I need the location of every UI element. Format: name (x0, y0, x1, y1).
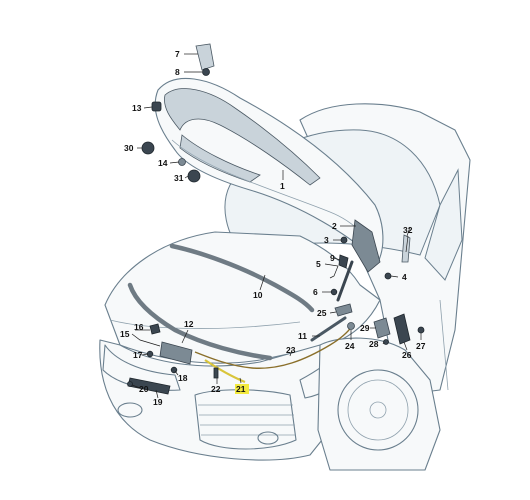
callout-5: 5 (316, 259, 321, 269)
part-17-bolt (146, 350, 154, 358)
callout-11: 11 (298, 331, 307, 341)
hood (154, 77, 384, 263)
callout-30: 30 (124, 143, 134, 153)
callout-21: 21 (236, 384, 246, 394)
callout-22: 22 (211, 384, 221, 394)
wheel-rim (347, 379, 409, 441)
front-bumper (99, 339, 331, 461)
part-28-nut (383, 339, 389, 345)
callout-28: 28 (369, 339, 379, 349)
callout-1: 1 (280, 181, 285, 191)
seal-10 (169, 243, 315, 313)
fog-lamp-left (117, 402, 143, 418)
callout-29: 29 (360, 323, 370, 333)
part-7-bracket (195, 43, 215, 71)
callout-24: 24 (345, 341, 355, 351)
part-4-bolt (384, 272, 392, 280)
callout-21-highlight (235, 384, 249, 394)
part-22-clip (213, 367, 219, 379)
part-8-nut (202, 68, 210, 76)
part-3-bolt (340, 236, 348, 244)
hood-inner-frame (164, 88, 321, 186)
leader-lines (131, 53, 422, 399)
callout-17: 17 (133, 350, 143, 360)
grille-slats (198, 404, 295, 436)
fog-lamp-right (257, 431, 279, 445)
callout-19: 19 (153, 397, 163, 407)
callout-2: 2 (332, 221, 337, 231)
callout-25: 25 (317, 308, 327, 318)
part-16-clip (149, 323, 161, 335)
part-2-hinge (351, 219, 381, 273)
part-20-bolt (127, 381, 133, 387)
callout-20: 20 (139, 384, 149, 394)
callout-9: 9 (330, 253, 335, 263)
callout-12: 12 (184, 319, 194, 329)
side-window (424, 168, 463, 281)
part-31-stop (187, 169, 201, 183)
callout-18: 18 (178, 373, 188, 383)
release-cable-23 (194, 325, 353, 369)
cable-21-segment (204, 359, 246, 384)
callout-15: 15 (120, 329, 130, 339)
front-wheel (337, 369, 419, 451)
callout-6: 6 (313, 287, 318, 297)
part-13-bump-stop (151, 101, 162, 112)
callout-4: 4 (402, 272, 407, 282)
part-6-bolt (330, 288, 338, 296)
callout-13: 13 (132, 103, 142, 113)
callout-8: 8 (175, 67, 180, 77)
part-24-clip (347, 322, 355, 330)
part-30-grommet (141, 141, 155, 155)
callout-10: 10 (253, 290, 263, 300)
callout-16: 16 (134, 322, 144, 332)
callout-26: 26 (402, 350, 412, 360)
body-crease (109, 319, 301, 329)
door-line (439, 299, 449, 391)
part-25-catch (334, 303, 353, 317)
grille (194, 389, 297, 450)
part-5-gas-strut (336, 260, 354, 302)
headlight-left (102, 344, 181, 391)
callout-27: 27 (416, 341, 426, 351)
callout-7: 7 (175, 49, 180, 59)
callout-3: 3 (324, 235, 329, 245)
part-27-bolt (417, 326, 425, 334)
wheel-hub (369, 401, 387, 419)
callout-31: 31 (174, 173, 184, 183)
callout-23: 23 (286, 345, 296, 355)
part-29-lock (373, 317, 391, 339)
small-parts (127, 43, 425, 395)
hood-inner-rib (179, 134, 261, 183)
callout-14: 14 (158, 158, 168, 168)
part-14-clip (178, 158, 186, 166)
part-15-handle-bracket (159, 341, 193, 365)
seal-12 (127, 282, 273, 361)
part-26-lock-body (393, 313, 411, 345)
callout-labels: 7 8 13 30 14 31 1 2 3 9 5 4 32 6 10 11 2… (120, 49, 426, 407)
callout-32: 32 (403, 225, 413, 235)
part-9-clip (338, 254, 349, 269)
